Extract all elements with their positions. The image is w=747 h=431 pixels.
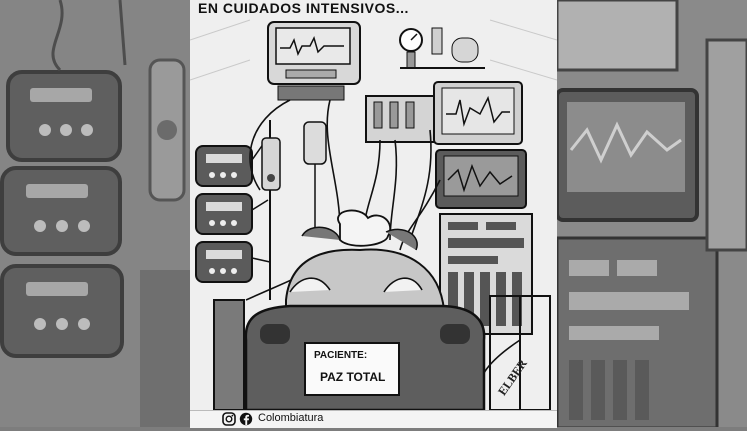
caption-bar: Colombiatura bbox=[190, 410, 557, 428]
blurred-background-right bbox=[557, 0, 747, 427]
patient bbox=[285, 209, 446, 311]
vital-signs-monitors bbox=[433, 81, 533, 335]
sign-name: PAZ TOTAL bbox=[320, 370, 386, 384]
social-icons bbox=[222, 412, 254, 431]
cartoon-title: EN CUIDADOS INTENSIVOS... bbox=[198, 0, 409, 16]
iv-drip bbox=[261, 95, 437, 300]
blurred-background-left bbox=[0, 0, 190, 427]
pressure-gauge bbox=[399, 27, 485, 69]
top-monitor bbox=[267, 21, 361, 101]
facebook-icon bbox=[239, 412, 253, 426]
credit-text: Colombiatura bbox=[258, 412, 324, 424]
patient-sign: PACIENTE: PAZ TOTAL bbox=[304, 342, 400, 396]
sign-label: PACIENTE: bbox=[314, 350, 368, 361]
cartoon-panel: EN CUIDADOS INTENSIVOS... PACIENTE: PAZ … bbox=[190, 0, 557, 427]
instagram-icon bbox=[222, 412, 236, 426]
infusion-pumps bbox=[195, 139, 271, 283]
